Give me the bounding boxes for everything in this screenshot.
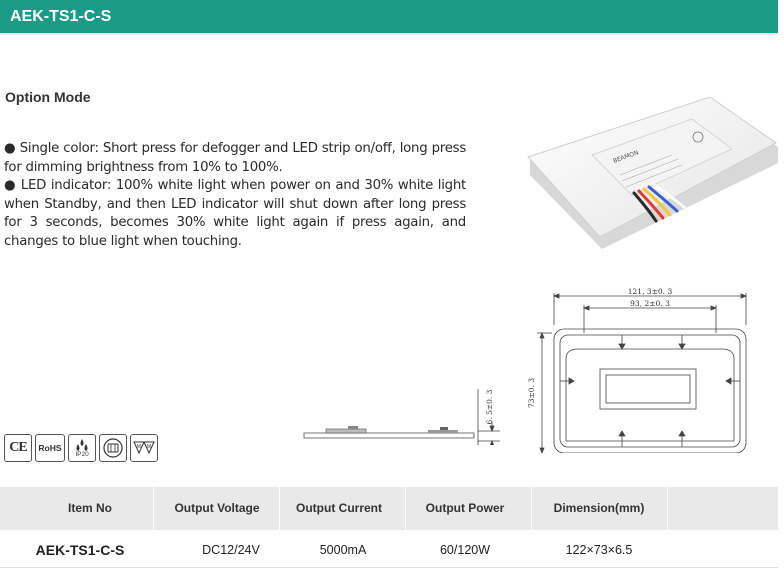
product-title: AEK-TS1-C-S bbox=[10, 8, 112, 25]
header-output-current: Output Current bbox=[296, 501, 382, 515]
dimension-drawing-side: 6. 5±0. 3 bbox=[303, 389, 500, 445]
rohs-icon: RoHS bbox=[35, 434, 65, 462]
inner-width-dimension-label: 93, 2±0. 3 bbox=[630, 299, 670, 308]
column-divider bbox=[667, 487, 668, 530]
column-divider bbox=[279, 487, 280, 530]
cell-output-power: 60/120W bbox=[439, 543, 491, 557]
svg-text:M: M bbox=[137, 444, 141, 450]
rohs-label: RoHS bbox=[38, 443, 62, 453]
table-row-divider bbox=[0, 567, 778, 568]
column-divider bbox=[153, 487, 154, 530]
product-photo: BEAMON bbox=[527, 97, 778, 249]
header-item-no: Item No bbox=[67, 501, 112, 515]
height-dimension-label: 73±0. 3 bbox=[527, 378, 536, 408]
header-output-voltage: Output Voltage bbox=[174, 501, 260, 515]
section-title: Option Mode bbox=[5, 89, 91, 105]
certification-icons: CE RoHS IP20 M M bbox=[4, 434, 158, 464]
width-dimension-label: 121, 3±0. 3 bbox=[628, 287, 673, 296]
cell-output-voltage: DC12/24V bbox=[202, 543, 260, 557]
driver-icon bbox=[99, 434, 127, 462]
header-bar: AEK-TS1-C-S bbox=[0, 0, 778, 33]
water-drops-icon bbox=[76, 438, 88, 451]
thickness-dimension-label: 6. 5±0. 3 bbox=[485, 389, 494, 424]
column-divider bbox=[405, 487, 406, 530]
header-dimension: Dimension(mm) bbox=[553, 501, 645, 515]
ce-mark-icon: CE bbox=[4, 434, 32, 462]
dimension-drawing-front: 121, 3±0. 3 93, 2±0. 3 73±0. 3 bbox=[527, 287, 748, 453]
ce-mark-label: CE bbox=[9, 440, 27, 455]
cell-dimension: 122×73×6.5 bbox=[565, 543, 633, 557]
cell-item-no: AEK-TS1-C-S bbox=[35, 542, 125, 558]
column-divider bbox=[531, 487, 532, 530]
ip20-label: IP20 bbox=[75, 450, 89, 458]
description: ● Single color: Short press for defogger… bbox=[4, 140, 466, 252]
ip20-icon: IP20 bbox=[68, 434, 96, 462]
header-output-power: Output Power bbox=[425, 501, 505, 515]
cell-output-current: 5000mA bbox=[319, 543, 367, 557]
spec-table-header: Item No Output Voltage Output Current Ou… bbox=[0, 487, 778, 530]
description-single-color: ● Single color: Short press for defogger… bbox=[4, 141, 466, 175]
mm-mark-icon: M M bbox=[130, 434, 158, 462]
description-led-indicator: ● LED indicator: 100% white light when p… bbox=[4, 178, 466, 249]
svg-text:M: M bbox=[147, 444, 151, 450]
header-divider bbox=[0, 33, 778, 35]
